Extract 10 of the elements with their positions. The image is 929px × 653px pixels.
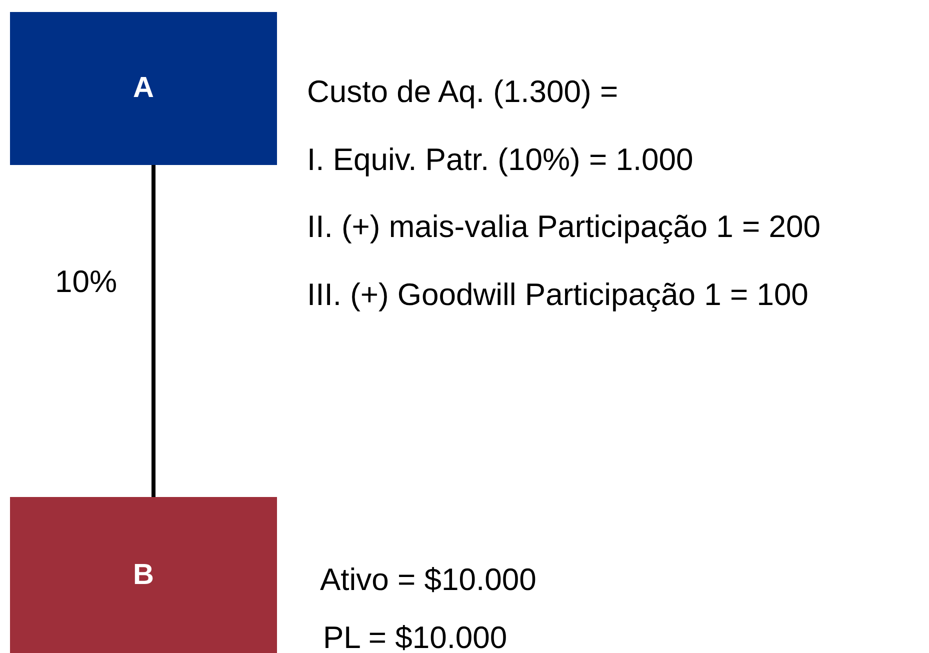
entity-box: B xyxy=(10,497,277,653)
note-text: II. (+) mais-valia Participação 1 = 200 xyxy=(307,208,820,246)
note-text: PL = $10.000 xyxy=(323,619,508,653)
note-text: Custo de Aq. (1.300) = xyxy=(307,73,618,111)
entity-box: A xyxy=(10,12,277,165)
note-text: III. (+) Goodwill Participação 1 = 100 xyxy=(307,276,808,314)
edge-label: 10% xyxy=(55,266,118,297)
note-text: Ativo = $10.000 xyxy=(320,561,536,599)
note-text: I. Equiv. Patr. (10%) = 1.000 xyxy=(307,141,694,179)
connector-line xyxy=(152,165,156,497)
